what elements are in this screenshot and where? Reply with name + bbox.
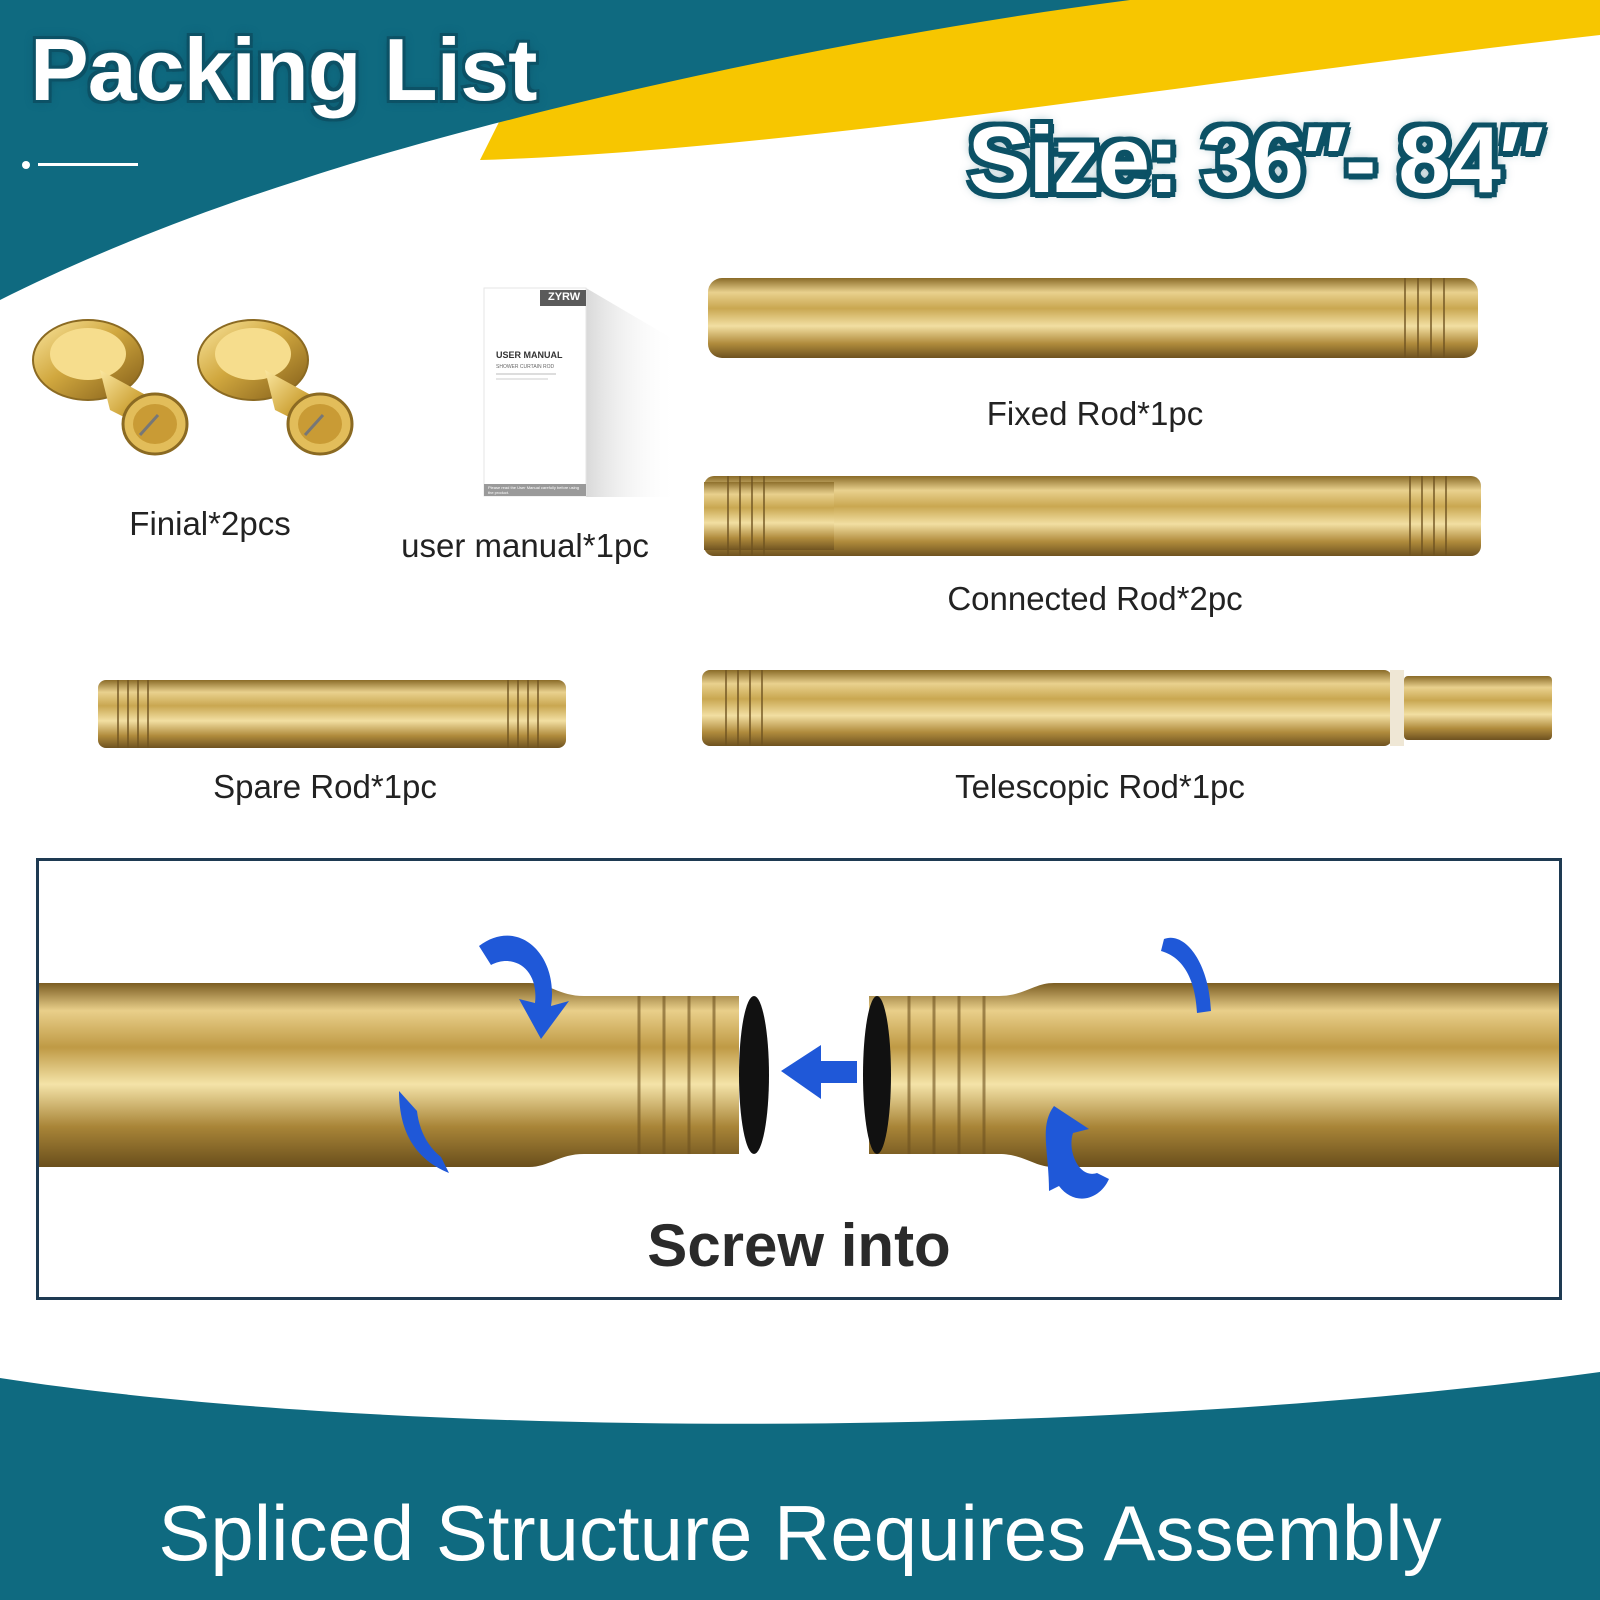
footer-text: Spliced Structure Requires Assembly [158,1489,1442,1577]
finial-image [32,319,354,456]
manual-title: USER MANUAL [496,350,563,360]
manual-note: Please read the User Manual carefully be… [488,485,579,495]
page-title: Packing List [30,20,537,119]
curved-arrow-icon-top-right [1161,937,1211,1013]
fixed-rod-image [708,278,1478,358]
header-teal-band [0,0,1130,300]
spare-rod-image [98,680,566,748]
footer-teal-band [0,1372,1600,1600]
finial-left [32,319,189,456]
right-rod-threads [907,996,986,1154]
size-badge: Size: 36″- 84″ [967,107,1544,212]
finial-label: Finial*2pcs [129,505,291,542]
manual-subtitle: SHOWER CURTAIN ROD [496,364,555,370]
assembly-illustration: Screw into [36,858,1562,1300]
left-rod [39,983,739,1167]
spare-rod-label: Spare Rod*1pc [213,768,437,805]
telescopic-rod-label: Telescopic Rod*1pc [955,768,1245,805]
left-arrow-icon [781,1045,857,1099]
curved-arrow-icon-top-left [479,935,569,1039]
fixed-rod-label: Fixed Rod*1pc [986,395,1204,432]
finial-right [197,319,354,456]
screw-caption: Screw into [647,1212,951,1279]
manual-brand: ZYRW [548,291,581,303]
right-rod-opening [863,996,891,1154]
user-manual-label: user manual*1pc [401,527,649,564]
title-underline [22,161,138,169]
right-rod [869,983,1559,1167]
left-rod-opening [739,996,769,1154]
curved-arrow-icon-bottom-left [399,1091,449,1173]
connected-rod-image [704,476,1481,556]
screw-diagram [39,935,1559,1199]
user-manual-image: ZYRW USER MANUAL SHOWER CURTAIN ROD Plea… [478,282,678,512]
telescopic-rod-image [702,670,1552,746]
connected-rod-label: Connected Rod*2pc [947,580,1243,617]
left-rod-threads [637,996,716,1154]
curved-arrow-icon-bottom-right [1045,1106,1109,1199]
